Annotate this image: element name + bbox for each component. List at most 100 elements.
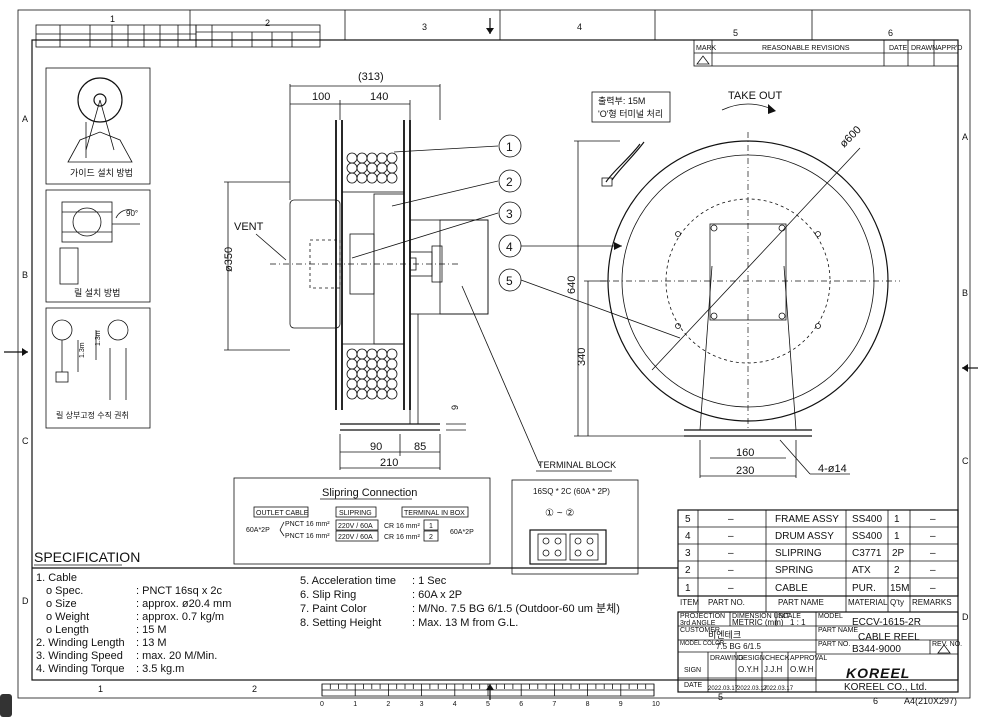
part-name-value: CABLE REEL	[858, 632, 920, 643]
part-no-value: B344-9000	[852, 644, 901, 655]
dim-100: 100	[312, 91, 330, 103]
bom-header-remarks: REMARKS	[912, 598, 952, 607]
check-label: CHECK	[765, 655, 790, 662]
spec-value: : 1 Sec	[412, 575, 447, 587]
col-marker: 3	[422, 22, 427, 32]
rev-title-header: REASONABLE REVISIONS	[762, 45, 850, 52]
bom-material: SS400	[852, 514, 882, 525]
ruler-label: 8	[586, 701, 590, 708]
bom-item: 3	[685, 548, 691, 559]
bom-part-no: –	[728, 583, 734, 594]
slipring-voltage-2: 220V / 60A	[338, 534, 373, 541]
cr-line-1: CR 16 mm²	[384, 523, 420, 530]
drawing-label: DRAWING	[710, 655, 744, 662]
terminal-num-1: 1	[429, 523, 433, 530]
guide-caption-3: 릴 상부고정 수직 권취	[56, 410, 129, 420]
outer-border	[17, 9, 971, 699]
guide-angle: 90°	[126, 209, 138, 218]
side-view: (313) 100 140	[223, 71, 489, 470]
projection-label: PROJECTION	[680, 613, 725, 620]
bom-part-no: –	[728, 565, 734, 576]
customer-label: CUSTOMER	[680, 627, 720, 634]
ruler-label: 0	[320, 701, 324, 708]
pnct-line-2: PNCT 16 mm²	[285, 533, 330, 540]
row-marker: D	[962, 612, 969, 622]
bom-rows: 5 – FRAME ASSY SS400 1 – 4 – DRUM ASSY S…	[680, 514, 952, 607]
balloon-label: 1	[506, 140, 513, 154]
projection-value: 3rd ANGLE	[680, 620, 716, 627]
outlet-note-1: 출력부: 15M	[598, 95, 645, 106]
spec-label: 4. Winding Torque	[36, 663, 124, 675]
balloon-label: 5	[506, 274, 513, 288]
bom-item: 1	[685, 583, 691, 594]
rev-drawn-header: DRAWN	[911, 45, 937, 52]
dim-9: 9	[450, 405, 460, 410]
row-marker: D	[22, 596, 29, 606]
ruler-label: 9	[619, 701, 623, 708]
ruler-label: 5	[486, 701, 490, 708]
outlet-note-box	[591, 91, 671, 123]
dim-340: 340	[576, 348, 588, 366]
bom-part-name: SLIPRING	[775, 548, 822, 559]
spec-label: o Weight	[46, 611, 89, 623]
slipring-label: SLIPRING	[339, 510, 372, 517]
spec-label: o Length	[46, 624, 89, 636]
slipring-voltage-1: 220V / 60A	[338, 523, 373, 530]
dim-230: 230	[736, 465, 754, 477]
dim-640: 640	[566, 276, 578, 294]
bom-remarks: –	[930, 565, 936, 576]
slipring-connection: Slipring Connection OUTLET CABLE SLIPRIN…	[233, 477, 491, 565]
part-name-label: PART NAME	[818, 627, 858, 634]
dim-overall: (313)	[358, 71, 384, 83]
zone-markers: 1 2 3 4 5 6 1 2 5 6 A B C D A B C D	[4, 10, 978, 706]
bom-qty: 1	[894, 514, 900, 525]
inner-border	[31, 39, 959, 681]
bom-item: 2	[685, 565, 691, 576]
corner-tab	[0, 694, 12, 717]
title-block: PROJECTION 3rd ANGLE DIMENSION UNIT METR…	[677, 611, 962, 706]
bom-header-part-no: PART NO.	[708, 598, 745, 607]
guide-height-2: 1.3m	[95, 330, 102, 346]
spec-label: o Spec.	[46, 585, 83, 597]
guide-panel-1	[45, 67, 151, 185]
take-out-label: TAKE OUT	[728, 90, 782, 102]
spec-value: : 15 M	[136, 624, 167, 636]
spec-value: : max. 20 M/Min.	[136, 650, 217, 662]
part-no-label: PART NO.	[818, 641, 850, 648]
balloon-4	[498, 234, 522, 258]
terminal-block: TERMINAL BLOCK 16SQ * 2C (60A * 2P) ① ~ …	[511, 460, 639, 575]
balloon-3	[498, 201, 522, 225]
bom-part-name: SPRING	[775, 565, 814, 576]
cable-coils-top	[346, 152, 398, 184]
dim-140: 140	[370, 91, 388, 103]
bom-material: ATX	[852, 565, 871, 576]
balloon-1	[498, 134, 522, 158]
spec-value: : PNCT 16sq x 2c	[136, 585, 222, 597]
bom-part-name: DRUM ASSY	[775, 531, 834, 542]
input-amp: 60A*2P	[246, 527, 270, 534]
row-marker: A	[22, 114, 28, 124]
scale-value: 1 : 1	[790, 618, 806, 627]
row-marker: B	[22, 270, 28, 280]
spec-label: 2. Winding Length	[36, 637, 125, 649]
bom-qty: 2	[894, 565, 900, 576]
balloon-label: 4	[506, 240, 513, 254]
sign-approver: O.W.H	[790, 665, 814, 674]
spec-value: : 3.5 kg.m	[136, 663, 184, 675]
bom-material: PUR.	[852, 583, 876, 594]
col-marker: 2	[265, 18, 270, 28]
col-marker: 4	[577, 22, 582, 32]
bom-header-part-name: PART NAME	[778, 598, 824, 607]
tolerance-tables	[35, 24, 321, 48]
pnct-line-1: PNCT 16 mm²	[285, 521, 330, 528]
model-label: MODEL	[818, 613, 843, 620]
terminal-box-label: TERMINAL IN BOX	[404, 510, 465, 517]
bom-qty: 2P	[892, 548, 905, 559]
ruler-label: 6	[519, 701, 523, 708]
scale-label: SCALE	[778, 613, 801, 620]
bom-part-no: –	[728, 514, 734, 525]
dim-85: 85	[414, 441, 426, 453]
spec-value: : 60A x 2P	[412, 589, 462, 601]
bom-qty: 15M	[890, 583, 909, 594]
